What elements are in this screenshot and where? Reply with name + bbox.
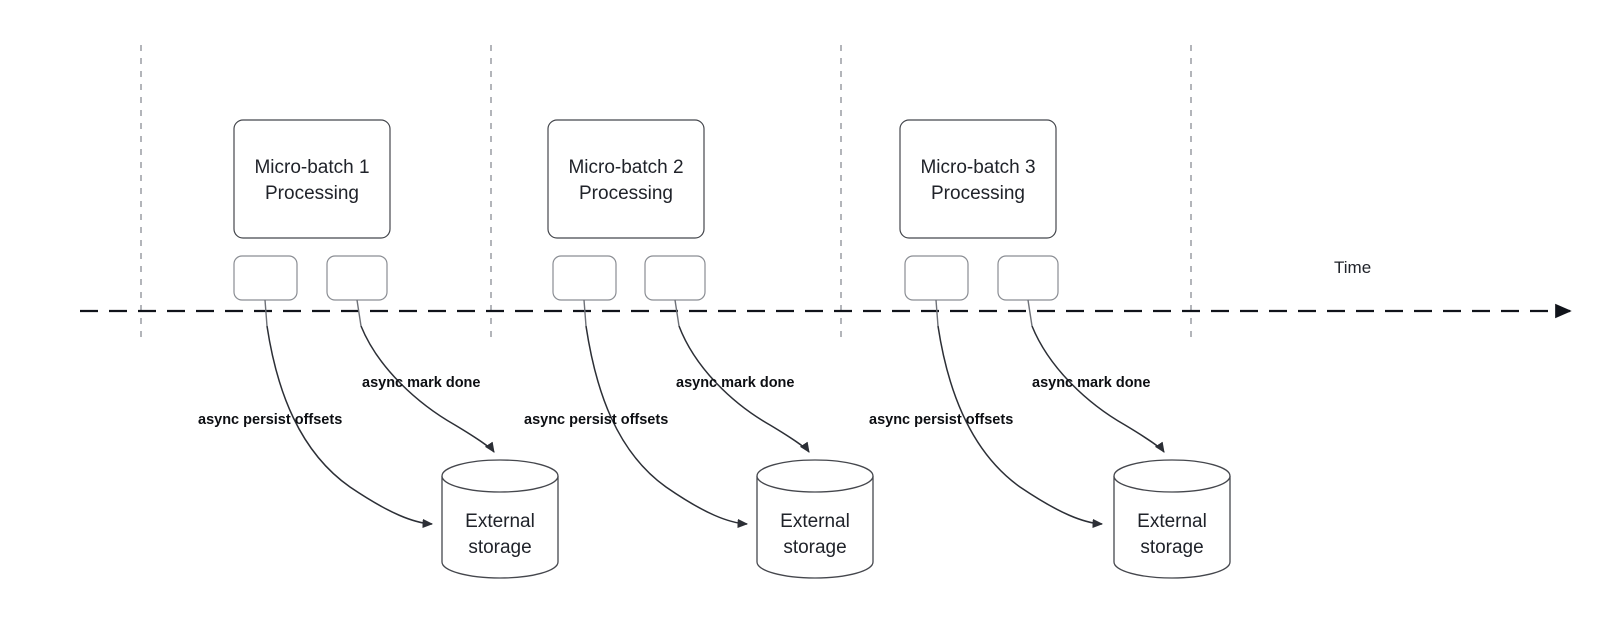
storage-cylinder-body-1[interactable] bbox=[441, 476, 559, 579]
microbatch-label-2-line1: Micro-batch 2 bbox=[568, 157, 683, 178]
storage-cylinder-top-3 bbox=[1113, 459, 1231, 493]
edge-persist-offsets-3 bbox=[937, 325, 1104, 529]
stub-1b bbox=[356, 299, 362, 327]
mini-box-1a[interactable] bbox=[233, 255, 298, 301]
stub-2a bbox=[583, 299, 587, 327]
storage-cylinder-top-2 bbox=[756, 459, 874, 493]
storage-label-3-line2: storage bbox=[1140, 537, 1203, 558]
storage-cylinder-body-2[interactable] bbox=[756, 476, 874, 579]
group-1: Micro-batch 1 Processing async persist o… bbox=[198, 119, 559, 579]
mini-box-1b[interactable] bbox=[326, 255, 388, 301]
microbatch-box-3[interactable] bbox=[899, 119, 1057, 239]
edge-label-persist-offsets-2: async persist offsets bbox=[524, 412, 668, 428]
storage-label-1-line2: storage bbox=[468, 537, 531, 558]
edge-persist-offsets-1 bbox=[266, 325, 434, 529]
storage-label-2-line2: storage bbox=[783, 537, 846, 558]
mini-box-2a[interactable] bbox=[552, 255, 617, 301]
storage-cylinder-body-3[interactable] bbox=[1113, 476, 1231, 579]
microbatch-label-3-line1: Micro-batch 3 bbox=[920, 157, 1035, 178]
edge-label-mark-done-1: async mark done bbox=[362, 375, 480, 391]
microbatch-label-2-line2: Processing bbox=[579, 183, 673, 204]
edge-mark-done-1 bbox=[360, 325, 495, 453]
timeline-ticks bbox=[140, 45, 1192, 341]
storage-label-3-line1: External bbox=[1137, 511, 1207, 532]
mini-box-2b[interactable] bbox=[644, 255, 706, 301]
edge-label-mark-done-3: async mark done bbox=[1032, 375, 1150, 391]
microbatch-label-3-line2: Processing bbox=[931, 183, 1025, 204]
edge-label-mark-done-2: async mark done bbox=[676, 375, 794, 391]
storage-cylinder-top-1 bbox=[441, 459, 559, 493]
storage-label-1-line1: External bbox=[465, 511, 535, 532]
edge-mark-done-3 bbox=[1031, 325, 1165, 453]
mini-box-3b[interactable] bbox=[997, 255, 1059, 301]
microbatch-label-1-line2: Processing bbox=[265, 183, 359, 204]
mini-box-3a[interactable] bbox=[904, 255, 969, 301]
stub-3b bbox=[1027, 299, 1033, 327]
group-2: Micro-batch 2 Processing async persist o… bbox=[524, 119, 874, 579]
edge-mark-done-2 bbox=[678, 325, 810, 453]
time-axis-label: Time bbox=[1334, 258, 1371, 277]
edge-label-persist-offsets-3: async persist offsets bbox=[869, 412, 1013, 428]
stub-1a bbox=[264, 299, 268, 327]
group-3: Micro-batch 3 Processing async persist o… bbox=[869, 119, 1231, 579]
stub-3a bbox=[935, 299, 939, 327]
microbatch-box-1[interactable] bbox=[233, 119, 391, 239]
edge-persist-offsets-2 bbox=[585, 325, 749, 529]
storage-label-2-line1: External bbox=[780, 511, 850, 532]
microbatch-box-2[interactable] bbox=[547, 119, 705, 239]
stub-2b bbox=[674, 299, 680, 327]
microbatch-label-1-line1: Micro-batch 1 bbox=[254, 157, 369, 178]
edge-label-persist-offsets-1: async persist offsets bbox=[198, 412, 342, 428]
